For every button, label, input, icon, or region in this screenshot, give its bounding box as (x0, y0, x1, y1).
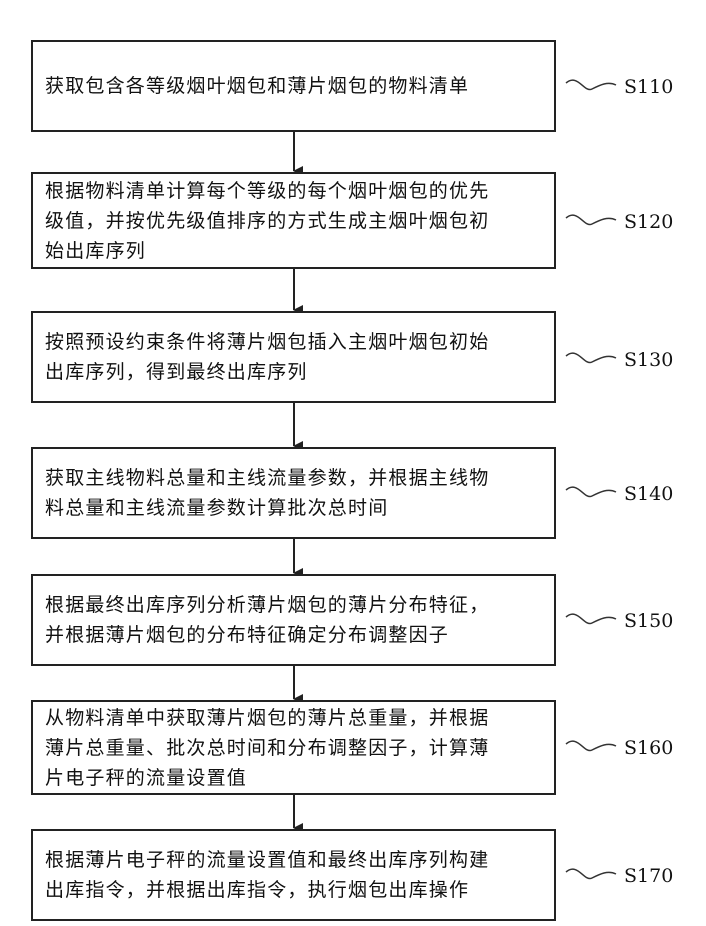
step-box-s160: 从物料清单中获取薄片烟包的薄片总重量，并根据 薄片总重量、批次总时间和分布调整因… (31, 700, 556, 795)
step-label-s150: S150 (624, 611, 673, 631)
label-leader-squiggle (566, 869, 616, 878)
step-text-s140: 获取主线物料总量和主线流量参数，并根据主线物 料总量和主线流量参数计算批次总时间 (33, 463, 499, 523)
step-box-s130: 按照预设约束条件将薄片烟包插入主烟叶烟包初始 出库序列，得到最终出库序列 (31, 311, 556, 403)
step-label-s120: S120 (624, 212, 673, 232)
step-text-s170: 根据薄片电子秤的流量设置值和最终出库序列构建 出库指令，并根据出库指令，执行烟包… (33, 845, 499, 905)
step-label-s160: S160 (624, 738, 673, 758)
label-leader-squiggle (566, 353, 616, 362)
step-text-s160: 从物料清单中获取薄片烟包的薄片总重量，并根据 薄片总重量、批次总时间和分布调整因… (33, 703, 499, 793)
step-box-s110: 获取包含各等级烟叶烟包和薄片烟包的物料清单 (31, 40, 556, 132)
step-text-s150: 根据最终出库序列分析薄片烟包的薄片分布特征， 并根据薄片烟包的分布特征确定分布调… (33, 590, 499, 650)
label-leader-squiggle (566, 215, 616, 224)
step-text-s110: 获取包含各等级烟叶烟包和薄片烟包的物料清单 (33, 71, 479, 101)
label-leader-squiggle (566, 487, 616, 496)
step-box-s120: 根据物料清单计算每个等级的每个烟叶烟包的优先 级值，并按优先级值排序的方式生成主… (31, 172, 556, 269)
step-text-s120: 根据物料清单计算每个等级的每个烟叶烟包的优先 级值，并按优先级值排序的方式生成主… (33, 176, 499, 266)
label-leader-squiggle (566, 614, 616, 623)
step-box-s140: 获取主线物料总量和主线流量参数，并根据主线物 料总量和主线流量参数计算批次总时间 (31, 447, 556, 539)
step-box-s150: 根据最终出库序列分析薄片烟包的薄片分布特征， 并根据薄片烟包的分布特征确定分布调… (31, 574, 556, 666)
step-label-s130: S130 (624, 350, 673, 370)
step-box-s170: 根据薄片电子秤的流量设置值和最终出库序列构建 出库指令，并根据出库指令，执行烟包… (31, 829, 556, 921)
step-text-s130: 按照预设约束条件将薄片烟包插入主烟叶烟包初始 出库序列，得到最终出库序列 (33, 327, 499, 387)
step-label-s110: S110 (624, 77, 673, 97)
label-leader-squiggle (566, 80, 616, 89)
step-label-s170: S170 (624, 866, 673, 886)
label-leader-squiggle (566, 741, 616, 750)
step-label-s140: S140 (624, 484, 673, 504)
